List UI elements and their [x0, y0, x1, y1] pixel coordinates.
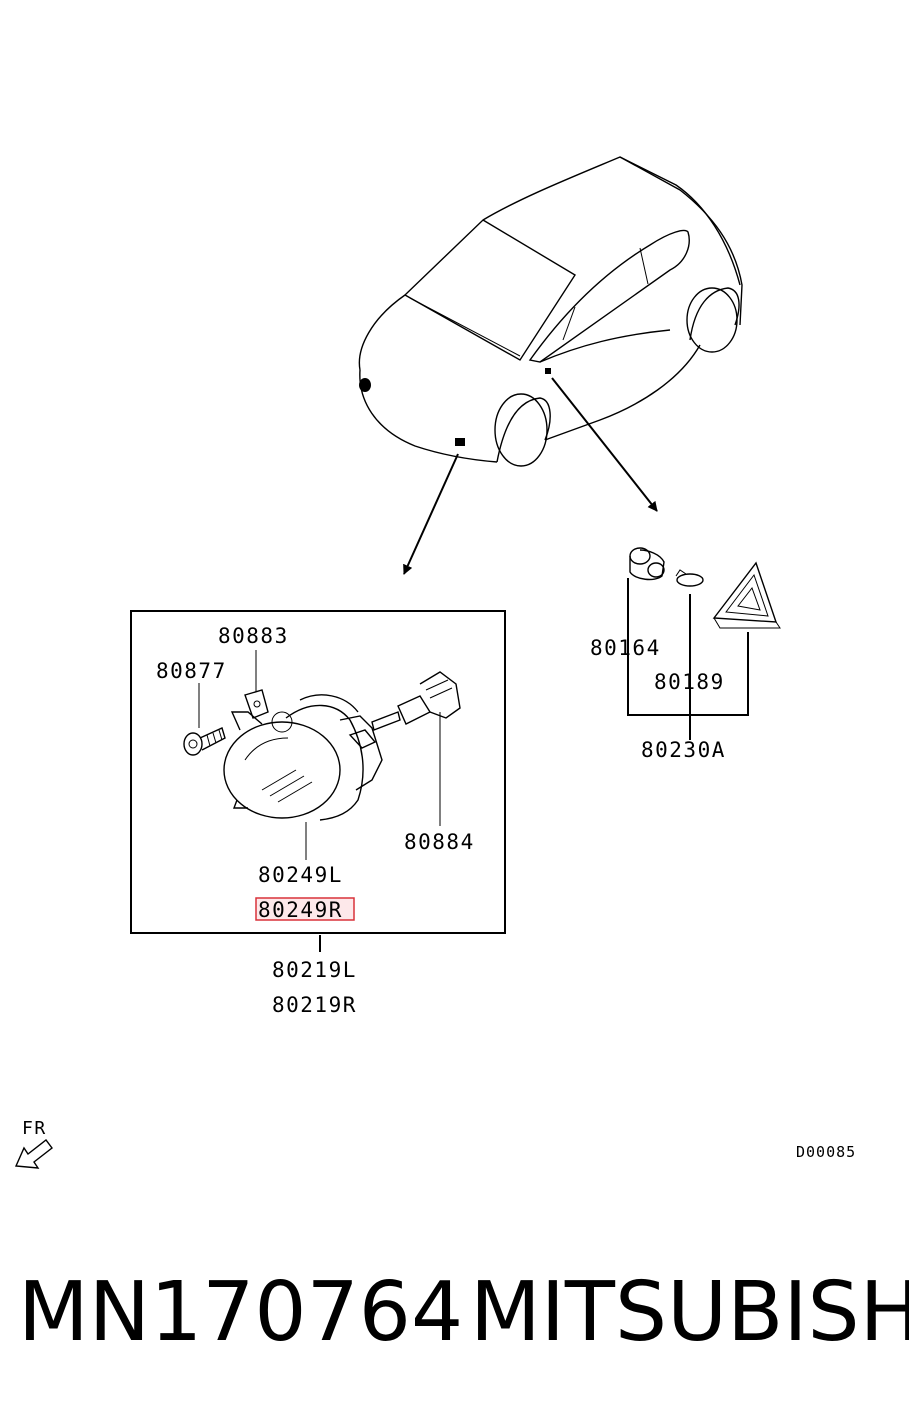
fog-lamp-arrow — [403, 453, 459, 575]
callout-80189: 80189 — [654, 670, 725, 694]
side-marker-arrow — [551, 377, 658, 512]
callout-80883: 80883 — [218, 624, 289, 648]
side-turn-lamp-icon — [712, 561, 781, 629]
brand-name: MITSUBISHI — [470, 1265, 909, 1360]
front-direction-arrow-icon — [14, 1139, 53, 1169]
clip-nut-icon — [244, 689, 269, 719]
side-marker-location-icon — [545, 368, 551, 374]
callout-80219R: 80219R — [272, 993, 357, 1017]
part-number: MN170764 — [18, 1265, 463, 1360]
diagram-code: D00085 — [796, 1143, 856, 1161]
orientation-label: FR — [22, 1118, 47, 1139]
highlight-box — [255, 897, 355, 921]
callout-80230A: 80230A — [641, 738, 726, 762]
fog-lamp-location-icon — [359, 378, 465, 446]
callout-80249R[interactable]: 80249R — [258, 898, 343, 922]
fog-lamp-icon — [223, 694, 383, 821]
fog-lamp-assembly-box — [130, 610, 506, 934]
callout-80877: 80877 — [156, 659, 227, 683]
callout-80219L: 80219L — [272, 958, 357, 982]
bulb-icon — [371, 671, 461, 731]
vehicle-illustration — [358, 156, 743, 467]
screw-icon — [183, 727, 226, 756]
socket-icon — [629, 547, 665, 581]
callout-80164: 80164 — [590, 636, 661, 660]
callout-80884: 80884 — [404, 830, 475, 854]
wedge-bulb-icon — [675, 569, 704, 587]
callout-80249L: 80249L — [258, 863, 343, 887]
